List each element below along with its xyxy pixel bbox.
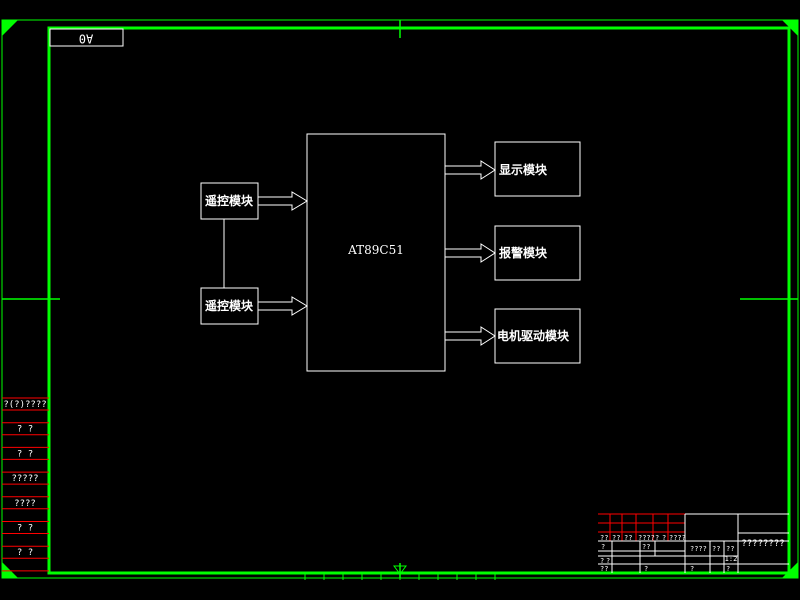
side-table-rows: ?(?)???? ? ? ? ?????????? ? ? ? ? — [2, 400, 49, 572]
tb-cell-r4-3: ? — [726, 565, 730, 573]
tb-cell-r1-1: ?? — [612, 534, 620, 542]
side-table-label: ? ? — [17, 548, 33, 558]
tb-cell-r1-5: ? — [662, 534, 666, 542]
tb-cell-r1-3: ???? — [638, 534, 655, 542]
tb-cell-r2-2: ???? — [690, 545, 707, 553]
outer-border — [1, 19, 799, 579]
sheet-frame — [1, 19, 799, 580]
side-revision-table: ?(?)???? ? ? ? ?????????? ? ? ? ? — [2, 397, 49, 572]
tb-cell-r2-3: ?? — [712, 545, 720, 553]
tb-cell-r4-1: ? — [644, 565, 648, 573]
corner-mark-bottom-right — [782, 562, 798, 578]
tb-scale: 1:2 — [725, 555, 738, 563]
size-label-box — [49, 28, 124, 47]
ruler-ticks — [304, 573, 496, 580]
tb-cell-r4-0: ?? — [600, 565, 608, 573]
side-table-label: ???? — [14, 499, 36, 509]
tb-cell-r3-1: ? — [606, 557, 610, 565]
inner-border — [47, 26, 791, 575]
corner-mark-top-right — [782, 20, 798, 36]
size-label: A0 — [79, 32, 93, 46]
tb-cell-r1-0: ?? — [600, 534, 608, 542]
tb-cell-r1-4: ? — [655, 534, 659, 542]
display-module-label: 显示模块 — [499, 162, 548, 177]
remote-module-2-label: 遥控模块 — [205, 298, 254, 313]
tb-cell-r1-2: ?? — [624, 534, 632, 542]
arrow-remote-1-to-mcu — [257, 191, 308, 211]
tb-title: ???????? — [741, 539, 784, 549]
block-diagram: AT89C51 遥控模块 遥控模块 显示模块 报警模块 电机驱动模块 — [200, 133, 581, 372]
tb-cell-r4-2: ? — [690, 565, 694, 573]
arrow-remote-2-to-mcu — [257, 296, 308, 316]
tb-cell-r3-0: ? — [600, 557, 604, 565]
side-table-label: ????? — [11, 474, 38, 484]
tb-cell-r2-0: ? — [601, 543, 605, 551]
side-table-label: ? ? — [17, 524, 33, 534]
arrow-mcu-to-display — [444, 160, 496, 180]
display-module — [494, 141, 581, 197]
side-table-label: ?(?)???? — [3, 400, 46, 410]
motor-drive-module-label: 电机驱动模块 — [497, 328, 570, 343]
tb-cell-r1-6: ???? — [669, 534, 686, 542]
tb-cell-r2-4: ?? — [726, 545, 734, 553]
orientation-mark — [393, 565, 407, 575]
arrow-mcu-to-alarm — [444, 243, 496, 263]
remote-module-1-label: 遥控模块 — [205, 193, 254, 208]
side-table-label: ? ? — [17, 425, 33, 435]
side-table-label: ? ? — [17, 449, 33, 459]
mcu-label: AT89C51 — [347, 243, 404, 257]
tb-cell-r2-1: ?? — [642, 543, 650, 551]
arrow-mcu-to-motor — [444, 326, 496, 346]
corner-mark-top-left — [2, 20, 18, 36]
corner-mark-bottom-left — [2, 562, 18, 578]
title-block: ???????? 1:2 ?? ?? ?? ???? ? ? ???? ? ??… — [598, 513, 789, 573]
alarm-module-label: 报警模块 — [499, 245, 548, 260]
